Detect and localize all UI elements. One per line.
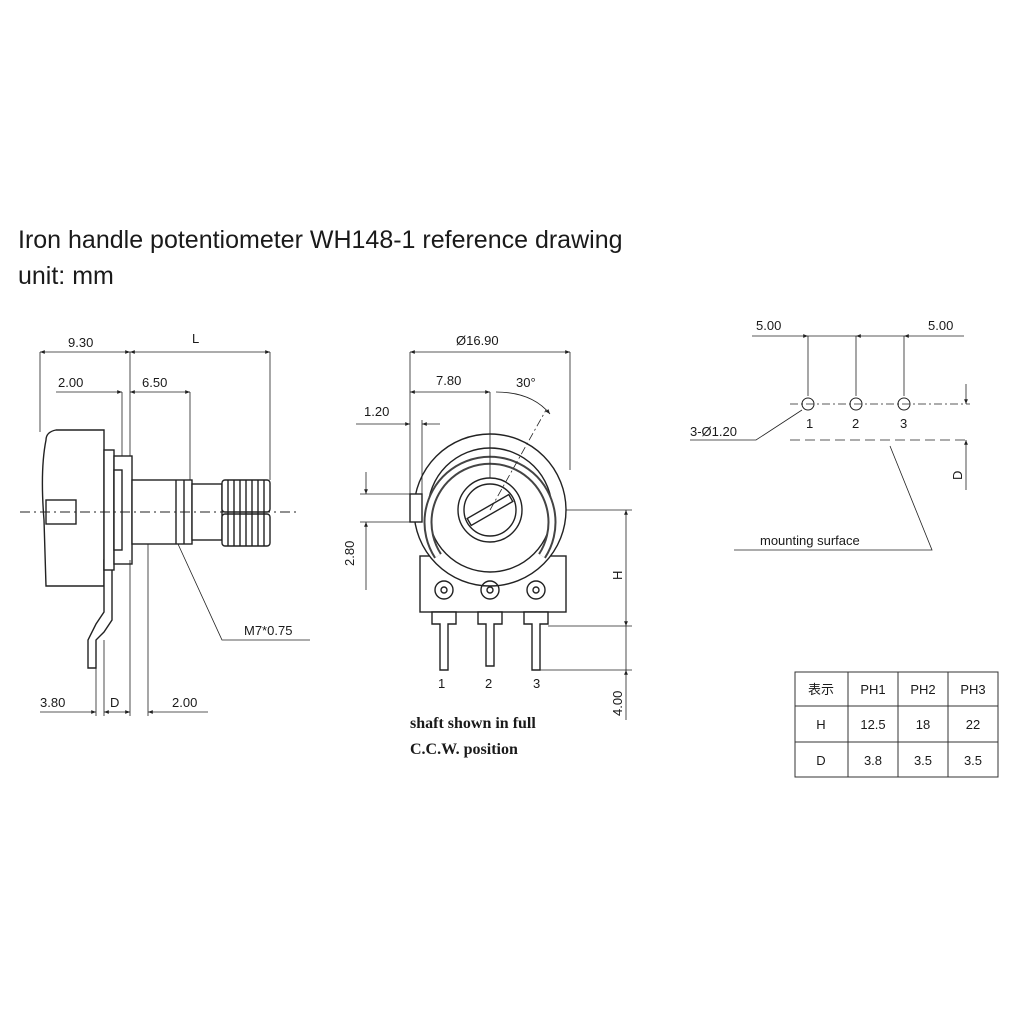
- footprint-pin-label-2: 2: [852, 416, 859, 431]
- table-header-3: PH3: [960, 682, 985, 697]
- side-knurl: [221, 479, 271, 547]
- drawing-title: Iron handle potentiometer WH148-1 refere…: [18, 226, 623, 254]
- mounting-surface-label: mounting surface: [760, 533, 860, 548]
- thread-label: M7*0.75: [244, 623, 292, 638]
- unit-label: unit: mm: [18, 262, 114, 290]
- table-header-1: PH1: [860, 682, 885, 697]
- note-line-2: C.C.W. position: [410, 741, 518, 758]
- front-pad-1: [434, 580, 454, 600]
- dim-D-footprint: D: [950, 471, 965, 480]
- dim-4-00: 4.00: [610, 691, 625, 716]
- table-cell: 22: [966, 717, 980, 732]
- dim-D-side: D: [110, 695, 119, 710]
- table-cell: D: [816, 753, 825, 768]
- front-pin-label-1: 1: [438, 676, 445, 691]
- dim-5-00-left: 5.00: [756, 318, 781, 333]
- dim-9-30: 9.30: [68, 335, 93, 350]
- table-header-0: 表示: [808, 682, 834, 697]
- side-view: [20, 350, 310, 716]
- front-pin-label-2: 2: [485, 676, 492, 691]
- spec-table: 表示 PH1 PH2 PH3 H 12.5 18 22 D 3.8 3.5 3.…: [794, 671, 999, 778]
- front-pin-label-3: 3: [533, 676, 540, 691]
- table-cell: 3.5: [964, 753, 982, 768]
- dim-2-00-top: 2.00: [58, 375, 83, 390]
- footprint-labels: 5.00 5.00 3-Ø1.20 1 2 3 D mounting surfa…: [690, 318, 965, 548]
- front-pad-2: [480, 580, 500, 600]
- dim-6-50: 6.50: [142, 375, 167, 390]
- dim-3-80: 3.80: [40, 695, 65, 710]
- dim-2-80: 2.80: [342, 541, 357, 566]
- hole-callout: 3-Ø1.20: [690, 424, 737, 439]
- front-pad-3: [526, 580, 546, 600]
- table-header-2: PH2: [910, 682, 935, 697]
- table-cell: 3.8: [864, 753, 882, 768]
- dim-L: L: [192, 331, 199, 346]
- front-view-labels: Ø16.90 7.80 30° 1.20 2.80 H 4.00 1 2 3 s…: [342, 333, 625, 758]
- side-bracket: [103, 449, 115, 571]
- dim-2-00-bottom: 2.00: [172, 695, 197, 710]
- side-view-labels: 9.30 L 2.00 6.50 M7*0.75 3.80 D 2.00: [40, 331, 292, 710]
- front-view: [356, 350, 632, 720]
- footprint-pin-label-3: 3: [900, 416, 907, 431]
- table-cell: 18: [916, 717, 930, 732]
- front-pin-1: [431, 611, 457, 671]
- front-pin-3: [523, 611, 549, 671]
- angle-30: 30°: [516, 375, 536, 390]
- footprint-view: [690, 334, 970, 551]
- note-line-1: shaft shown in full: [410, 715, 536, 732]
- dim-5-00-right: 5.00: [928, 318, 953, 333]
- table-cell: H: [816, 717, 825, 732]
- footprint-pin-label-1: 1: [806, 416, 813, 431]
- table-cell: 12.5: [860, 717, 885, 732]
- dim-1-20: 1.20: [364, 404, 389, 419]
- dim-7-80: 7.80: [436, 373, 461, 388]
- table-cell: 3.5: [914, 753, 932, 768]
- dim-H-front: H: [610, 571, 625, 580]
- dim-diameter-16-90: Ø16.90: [456, 333, 499, 348]
- front-pin-2: [477, 611, 503, 667]
- title-block: Iron handle potentiometer WH148-1 refere…: [18, 222, 623, 294]
